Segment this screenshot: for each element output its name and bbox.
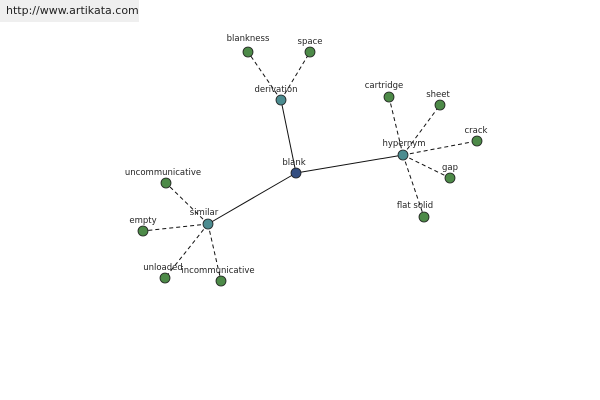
edge-similar-uncommunicative <box>165 182 209 225</box>
edge-derivation-space <box>280 51 311 101</box>
edge-hypernym-crack <box>402 140 478 156</box>
label-gap: gap <box>442 163 458 173</box>
graph-labels: blankness space derivation cartridge sheet cr… <box>125 34 488 276</box>
label-blankness: blankness <box>227 34 270 44</box>
label-derivation: derivation <box>254 85 297 95</box>
edge-blank-derivation <box>280 99 297 174</box>
node-blankness[interactable] <box>242 46 254 58</box>
edge-similar-unloaded <box>164 223 209 279</box>
label-empty: empty <box>129 216 156 226</box>
edge-similar-empty <box>142 223 209 232</box>
label-unloaded: unloaded <box>143 263 183 273</box>
label-blank: blank <box>282 158 305 168</box>
graph-nodes <box>137 46 483 287</box>
label-hypernym: hypernym <box>382 139 425 149</box>
node-similar[interactable] <box>202 218 214 230</box>
node-cartridge[interactable] <box>383 91 395 103</box>
label-incommunicative: incommunicative <box>181 266 254 276</box>
node-unloaded[interactable] <box>159 272 171 284</box>
node-derivation[interactable] <box>275 94 287 106</box>
edge-blank-similar <box>207 172 297 225</box>
label-crack: crack <box>465 126 488 136</box>
node-empty[interactable] <box>137 225 149 237</box>
label-uncommunicative: uncommunicative <box>125 168 201 178</box>
node-hypernym[interactable] <box>397 149 409 161</box>
node-gap[interactable] <box>444 172 456 184</box>
label-cartridge: cartridge <box>365 81 404 91</box>
edge-blank-hypernym <box>295 154 404 174</box>
node-space[interactable] <box>304 46 316 58</box>
node-sheet[interactable] <box>434 99 446 111</box>
edge-hypernym-flat-solid <box>402 154 425 218</box>
graph-edges <box>142 51 478 282</box>
edge-hypernym-cartridge <box>388 96 404 156</box>
edge-similar-incommunicative <box>207 223 222 282</box>
label-space: space <box>298 37 323 47</box>
label-similar: similar <box>190 208 219 218</box>
label-sheet: sheet <box>426 90 450 100</box>
node-flat-solid[interactable] <box>418 211 430 223</box>
node-incommunicative[interactable] <box>215 275 227 287</box>
node-blank[interactable] <box>290 167 302 179</box>
url-banner: http://www.artikata.com <box>0 0 139 22</box>
edge-hypernym-sheet <box>402 104 441 156</box>
edge-derivation-blankness <box>247 51 282 101</box>
site-url-link[interactable]: http://www.artikata.com <box>6 4 139 17</box>
node-crack[interactable] <box>471 135 483 147</box>
node-uncommunicative[interactable] <box>160 177 172 189</box>
label-flat-solid: flat solid <box>397 201 433 211</box>
edge-hypernym-gap <box>402 154 451 179</box>
